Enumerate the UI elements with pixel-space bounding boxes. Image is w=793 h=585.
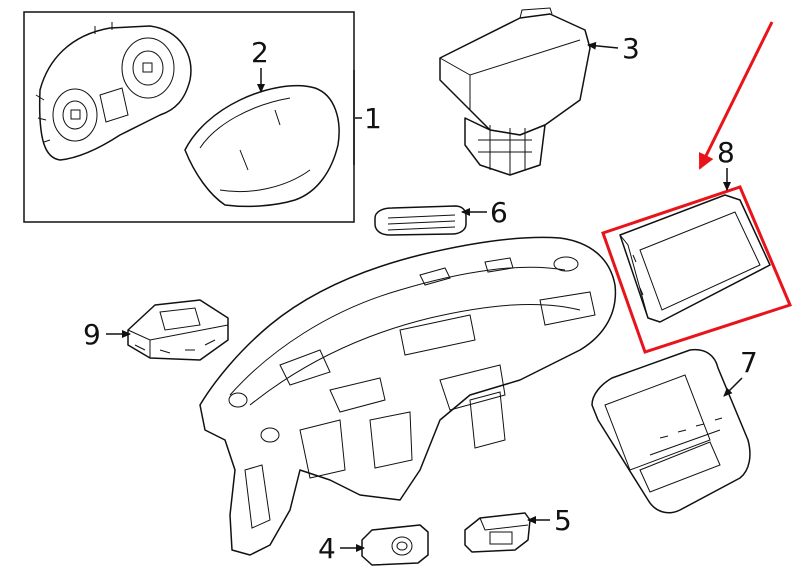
cluster-lens-part[interactable]: [184, 84, 340, 208]
part-8-display[interactable]: [619, 194, 771, 323]
instrument-panel-part[interactable]: [199, 236, 617, 556]
part-6-vent[interactable]: [374, 205, 467, 236]
callout-1: 1: [364, 102, 382, 135]
callout-2: 2: [251, 36, 269, 69]
part-9-module[interactable]: [127, 299, 229, 361]
instrument-cluster-part[interactable]: [35, 22, 192, 161]
callout-8: 8: [717, 136, 735, 169]
callout-5: 5: [554, 504, 572, 537]
callout-7: 7: [740, 346, 758, 379]
callout-6: 6: [490, 196, 508, 229]
callout-4: 4: [318, 532, 336, 565]
part-3-module[interactable]: [439, 7, 591, 176]
part-7-control-panel[interactable]: [591, 348, 751, 514]
leader-7: [723, 377, 743, 397]
leader-3: [587, 41, 619, 50]
part-5-module[interactable]: [464, 512, 531, 553]
callout-9: 9: [83, 318, 101, 351]
callout-3: 3: [622, 32, 640, 65]
highlight-arrow: [698, 21, 774, 170]
highlight-frame: [601, 185, 793, 354]
part-4-switch[interactable]: [361, 524, 429, 566]
